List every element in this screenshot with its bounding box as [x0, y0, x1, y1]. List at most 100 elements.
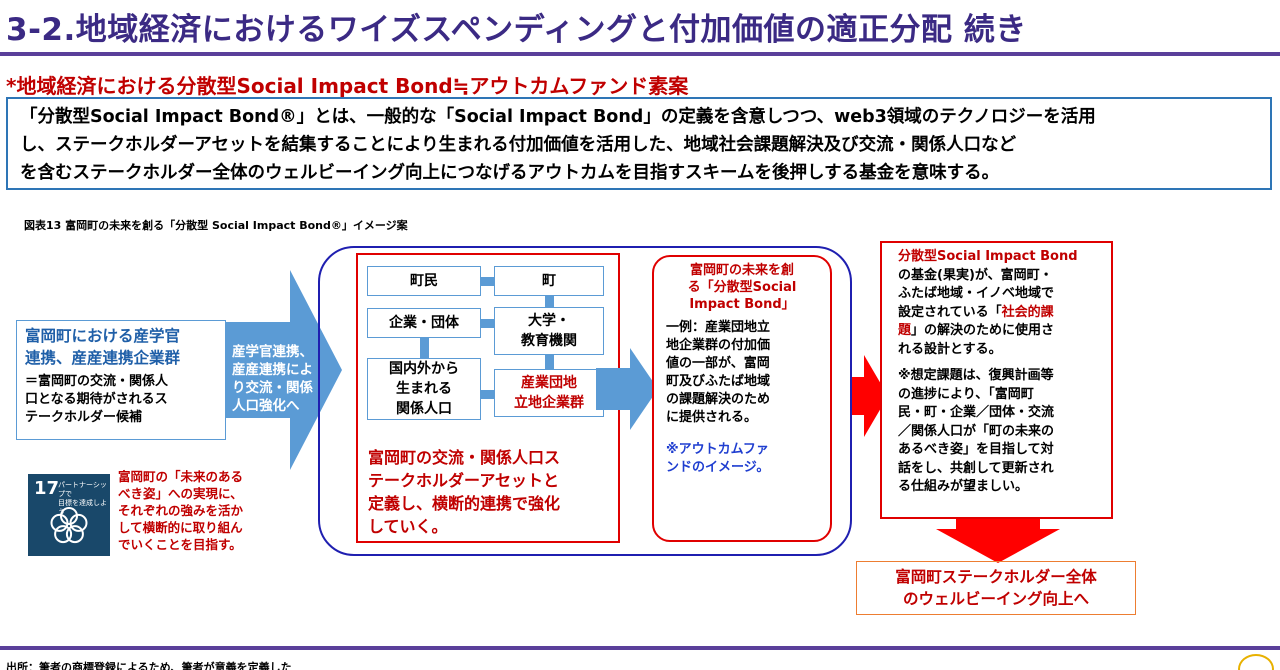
- connector: [481, 277, 494, 286]
- collaboration-arrow-text: 産学官連携、 産産連携によ り交流・関係 人口強化へ: [232, 343, 337, 415]
- section-subtitle: *地域経済における分散型Social Impact Bond≒アウトカムファンド…: [6, 74, 689, 98]
- fund-description: 一例：産業団地立 地企業群の付加価 値の一部が、富岡 町及びふたば地域 の課題解…: [666, 319, 818, 427]
- note-line: ※想定課題は、復興計画等: [898, 368, 1054, 383]
- footer-divider: [0, 646, 1280, 650]
- stakeholder-town: 町: [494, 266, 604, 296]
- industry-group-description: ＝富岡町の交流・関係人 口となる期待がされるス テークホルダー候補: [25, 373, 217, 427]
- fund-note-line: ンドのイメージ。: [666, 460, 770, 475]
- social-issue-emphasis: 社会的課: [1001, 304, 1054, 320]
- page-title: 3-2.地域経済におけるワイズスペンディングと付加価値の適正分配 続き: [6, 12, 1027, 48]
- note-line: る仕組みが望ましい。: [898, 479, 1029, 494]
- note-line: 話をし、共創して更新され: [898, 460, 1054, 476]
- text-line: 富岡町の交流・関係人口ス: [368, 448, 561, 467]
- cell-line: 立地企業群: [514, 395, 584, 411]
- fund-line: の課題解決のため: [666, 392, 771, 407]
- fund-title-line: る「分散型Social: [687, 280, 797, 295]
- stakeholder-universities: 大学・ 教育機関: [494, 307, 604, 355]
- definition-line: 「分散型Social Impact Bond®」とは、一般的な「Social I…: [20, 107, 1096, 127]
- title-divider: [0, 52, 1280, 56]
- sdg-number: 17: [34, 478, 60, 499]
- note-line: 民・町・企業／団体・交流: [898, 405, 1055, 420]
- blue-right-arrow: [222, 270, 342, 470]
- fund-line: 値の一部が、富岡: [666, 356, 770, 371]
- connector: [545, 355, 554, 369]
- arrow-text-line: 産学官連携、: [232, 344, 313, 360]
- note-line: ／関係人口が「町の未来の: [898, 423, 1055, 439]
- cell-line: 国内外から: [389, 361, 459, 377]
- fund-title: 富岡町の未来を創 る「分散型Social Impact Bond」: [666, 262, 818, 313]
- sdg-caption-line: して横断的に取り組ん: [118, 520, 243, 535]
- arrow-text-line: り交流・関係: [232, 380, 313, 396]
- red-right-arrow: [852, 355, 888, 437]
- cell-line: 大学・: [528, 313, 570, 329]
- connector: [545, 296, 554, 307]
- sdg-caption-line: でいくことを目指す。: [118, 537, 242, 552]
- fund-usage-line: の基金(果実)が、富岡町・: [898, 267, 1053, 283]
- wellbeing-outcome-box: 富岡町ステークホルダー全体 のウェルビーイング向上へ: [856, 561, 1136, 615]
- industry-group-title: 富岡町における産学官 連携、産産連携企業群: [25, 325, 217, 369]
- fund-note-line: ※アウトカムファ: [666, 442, 769, 457]
- sdg-flower-icon: [50, 507, 88, 544]
- definition-line: を含むステークホルダー全体のウェルビーイング向上につなげるアウトカムを目指すスキ…: [20, 163, 1000, 183]
- text-line: していく。: [368, 517, 448, 536]
- fund-line: 地企業群の付加価: [666, 338, 771, 353]
- sdg-caption-line: それぞれの強みを活か: [118, 503, 244, 518]
- fund-box: 富岡町の未来を創 る「分散型Social Impact Bond」 一例：産業団…: [652, 255, 832, 542]
- text-line: 定義し、横断的連携で強化: [368, 494, 561, 513]
- red-down-arrow: [936, 519, 1060, 563]
- fund-line: に提供される。: [666, 410, 758, 425]
- text-span: 設定されている「: [898, 304, 1002, 320]
- cell-line: 関係人口: [396, 401, 452, 417]
- fund-usage-line: 題」の解決のために使用さ: [898, 322, 1095, 341]
- arrow-text-line: 人口強化へ: [232, 398, 300, 414]
- sdg-caption-line: 富岡町の「未来のある: [118, 469, 244, 484]
- connector: [481, 319, 494, 328]
- fund-usage-head: 分散型Social Impact Bond: [898, 249, 1078, 264]
- social-issue-emphasis: 題: [898, 323, 912, 338]
- wellbeing-line: のウェルビーイング向上へ: [902, 590, 1089, 608]
- body-line: ＝富岡町の交流・関係人: [25, 374, 169, 389]
- sdg-17-badge: 17 パートナーシップで 目標を達成しよう: [28, 474, 110, 556]
- fund-usage-box: 分散型Social Impact Bond の基金(果実)が、富岡町・ ふたば地…: [880, 241, 1113, 519]
- assumed-issue-note: ※想定課題は、復興計画等 の進捗により、「富岡町 民・町・企業／団体・交流 ／関…: [898, 367, 1095, 497]
- body-line: テークホルダー候補: [25, 410, 143, 425]
- corner-logo-icon: [1238, 654, 1274, 670]
- fund-note: ※アウトカムファ ンドのイメージ。: [666, 441, 818, 477]
- fund-line: 一例：産業団地立: [666, 320, 771, 335]
- fund-usage-line: 設定されている「社会的課: [898, 304, 1095, 323]
- source-footnote: 出所：筆者の商標登録によるため、筆者が意義を定義した: [6, 661, 292, 670]
- title-line: 富岡町における産学官: [25, 327, 181, 345]
- figure-caption: 図表13 富岡町の未来を創る「分散型 Social Impact Bond®」イ…: [24, 219, 408, 232]
- note-line: あるべき姿」を目指して対: [898, 442, 1054, 457]
- stakeholder-industrial-park-firms: 産業団地 立地企業群: [494, 369, 604, 417]
- definition-line: し、ステークホルダーアセットを結集することにより生まれる付加価値を活用した、地域…: [20, 135, 1017, 155]
- fund-title-line: Impact Bond」: [689, 297, 795, 312]
- title-line: 連携、産産連携企業群: [25, 349, 181, 367]
- body-line: 口となる期待がされるス: [25, 392, 168, 407]
- cell-line: 教育機関: [521, 333, 577, 349]
- connector: [481, 390, 494, 399]
- blue-right-arrow: [596, 348, 658, 430]
- fund-usage-line: れる設計とする。: [898, 341, 1002, 357]
- fund-title-line: 富岡町の未来を創: [689, 263, 794, 278]
- wellbeing-line: 富岡町ステークホルダー全体: [895, 568, 1097, 586]
- stakeholder-residents: 町民: [367, 266, 481, 296]
- definition-box: 「分散型Social Impact Bond®」とは、一般的な「Social I…: [6, 97, 1272, 190]
- text-span: 」の解決のために使用さ: [911, 323, 1055, 338]
- stakeholder-asset-text: 富岡町の交流・関係人口ス テークホルダーアセットと 定義し、横断的連携で強化 し…: [368, 446, 613, 538]
- fund-usage-line: ふたば地域・イノベ地域で: [898, 286, 1055, 301]
- fund-line: 町及びふたば地域: [666, 374, 771, 389]
- sdg-caption-line: べき姿」への実現に、: [118, 486, 243, 501]
- cell-line: 生まれる: [396, 381, 452, 397]
- note-line: の進捗により、「富岡町: [898, 386, 1034, 402]
- text-line: テークホルダーアセットと: [368, 471, 560, 490]
- sdg-goal-line: パートナーシップで: [58, 481, 107, 498]
- fund-usage-description: 分散型Social Impact Bond の基金(果実)が、富岡町・ ふたば地…: [898, 248, 1095, 359]
- sdg-caption: 富岡町の「未来のある べき姿」への実現に、 それぞれの強みを活か して横断的に取…: [118, 468, 268, 553]
- stakeholder-related-population: 国内外から 生まれる 関係人口: [367, 358, 481, 420]
- connector: [420, 338, 429, 358]
- industry-group-box: 富岡町における産学官 連携、産産連携企業群 ＝富岡町の交流・関係人 口となる期待…: [16, 320, 226, 440]
- cell-line: 産業団地: [521, 375, 577, 391]
- arrow-text-line: 産産連携によ: [232, 362, 313, 378]
- stakeholder-companies: 企業・団体: [367, 308, 481, 338]
